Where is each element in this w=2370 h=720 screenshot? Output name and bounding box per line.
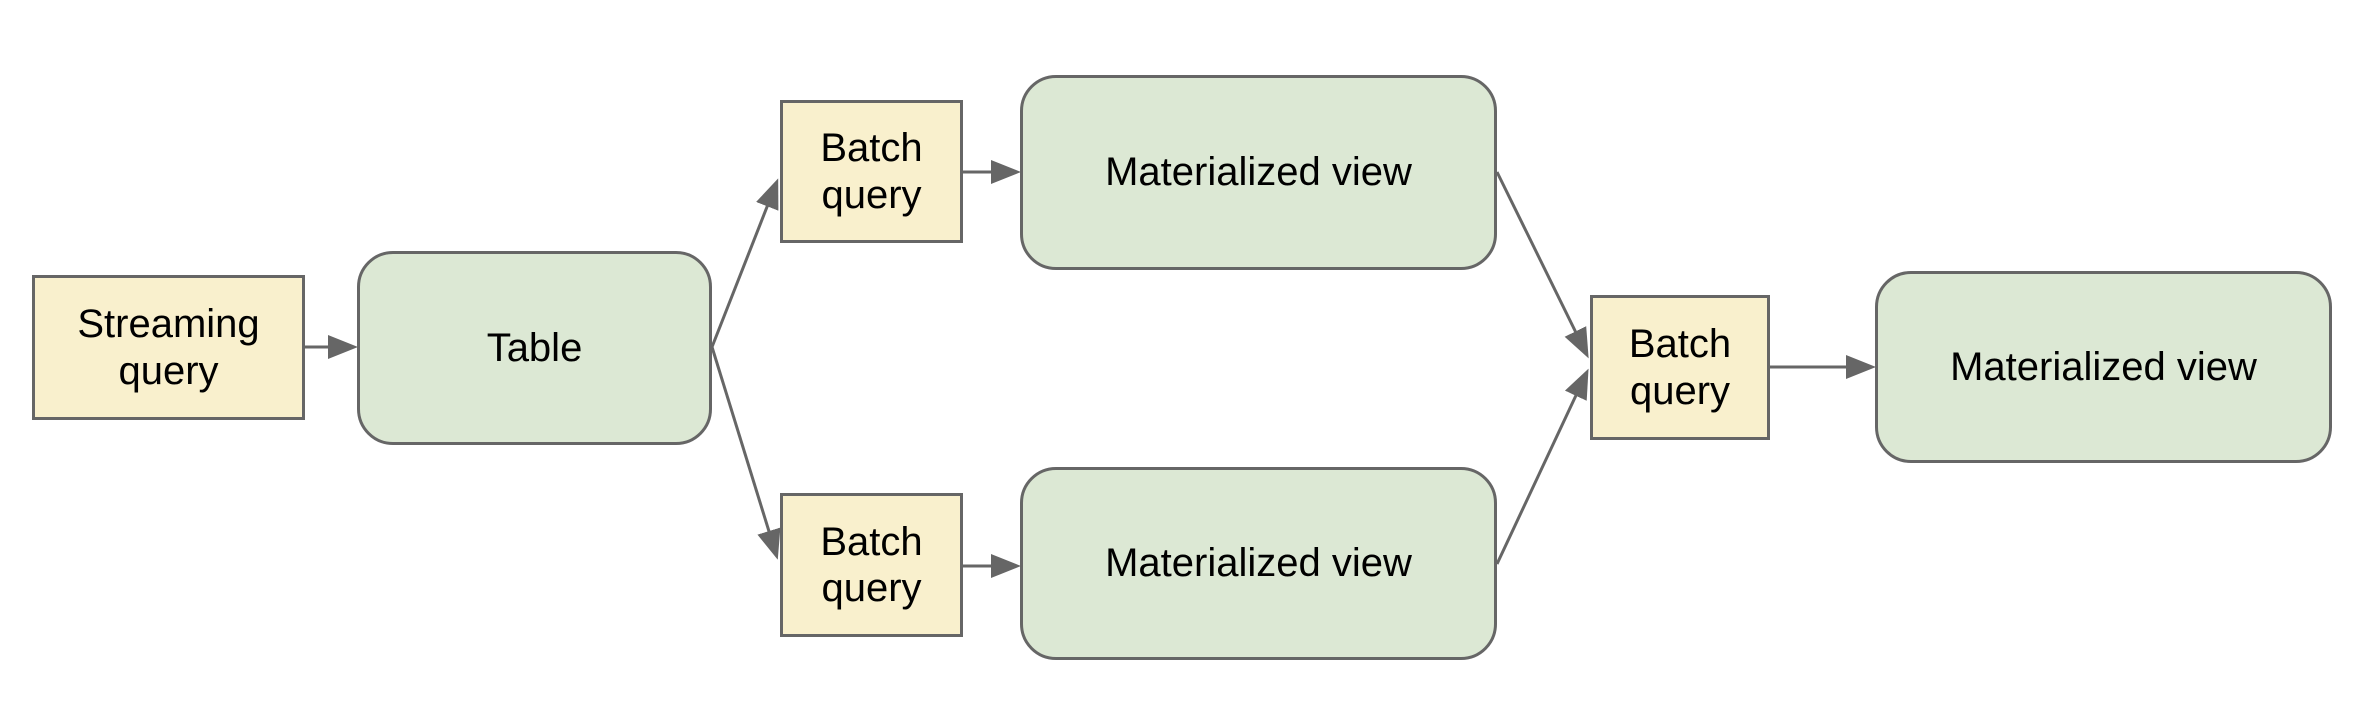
connector-materialized-view-top-to-batch-query-right <box>1495 171 1589 359</box>
connector-table-to-batch-query-top <box>710 178 779 348</box>
materialized-view-right-node: Materialized view <box>1875 271 2332 463</box>
materialized-view-top-node: Materialized view <box>1020 75 1497 270</box>
materialized-view-bottom-label: Materialized view <box>1105 541 1412 586</box>
batch-query-bottom-node: Batch query <box>780 493 963 637</box>
materialized-view-top-label: Materialized view <box>1105 150 1412 195</box>
streaming-query-label: Streaming query <box>77 302 260 393</box>
connector-table-to-batch-query-bottom <box>710 346 781 560</box>
batch-query-right-node: Batch query <box>1590 295 1770 440</box>
table-node: Table <box>357 251 712 445</box>
materialized-view-bottom-node: Materialized view <box>1020 467 1497 660</box>
materialized-view-right-label: Materialized view <box>1950 344 2257 389</box>
streaming-query-node: Streaming query <box>32 275 305 420</box>
connector-materialized-view-bottom-to-batch-query-right <box>1495 368 1589 565</box>
table-label: Table <box>486 325 583 370</box>
batch-query-top-node: Batch query <box>780 100 963 243</box>
batch-query-bottom-label: Batch query <box>820 519 923 610</box>
batch-query-top-label: Batch query <box>820 126 923 217</box>
batch-query-right-label: Batch query <box>1628 322 1732 413</box>
